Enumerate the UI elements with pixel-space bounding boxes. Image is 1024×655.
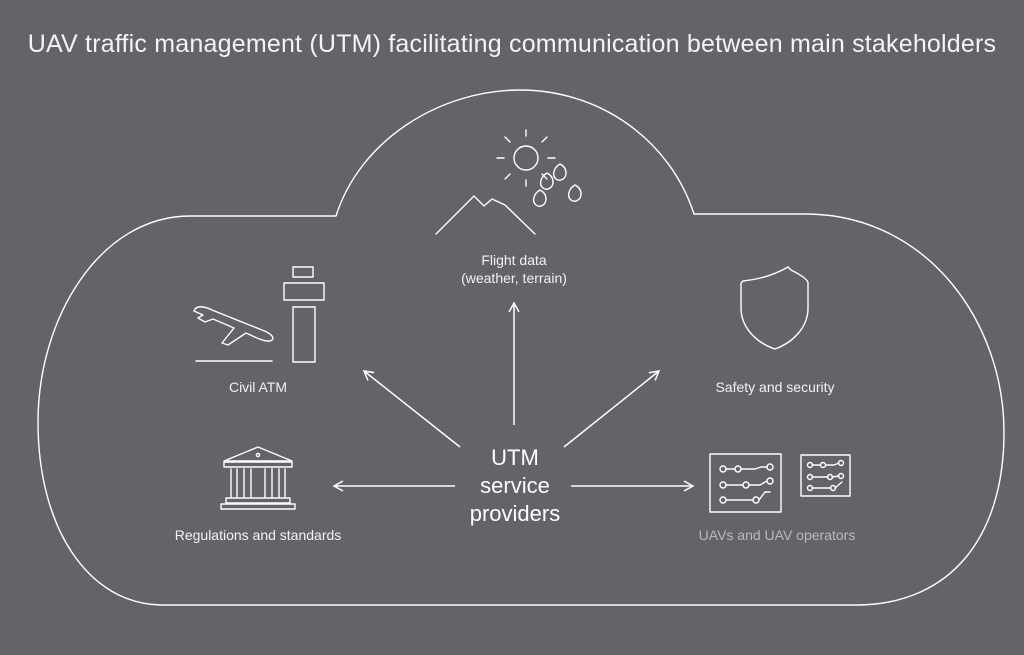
government-building-icon: [220, 446, 296, 510]
flight-data-label: Flight data (weather, terrain): [434, 251, 594, 287]
mountain-icon: [435, 195, 536, 235]
arrow-to-safety: [563, 370, 661, 448]
utm-service-providers-label: UTM service providers: [455, 444, 575, 528]
circuit-board-icon: [709, 453, 782, 513]
flight-data-label-line2: (weather, terrain): [461, 270, 567, 286]
uavs-label: UAVs and UAV operators: [698, 527, 856, 543]
civil-atm-label: Civil ATM: [228, 379, 288, 395]
cloud-outline: [37, 89, 1005, 606]
center-line-1: UTM: [491, 445, 539, 470]
shield-icon: [740, 266, 809, 350]
center-line-2: service: [480, 473, 550, 498]
arrow-to-civil-atm: [362, 370, 461, 448]
page-title: UAV traffic management (UTM) facilitatin…: [27, 30, 997, 58]
rain-drops-icon: [532, 163, 582, 207]
circuit-board-small-icon: [800, 454, 851, 497]
control-tower-icon: [283, 266, 325, 363]
airplane-takeoff-icon: [193, 306, 274, 362]
center-line-3: providers: [469, 501, 561, 526]
flight-data-label-line1: Flight data: [481, 252, 547, 268]
safety-label: Safety and security: [715, 379, 835, 395]
regulations-label: Regulations and standards: [174, 527, 342, 543]
sun-icon: [496, 129, 556, 187]
